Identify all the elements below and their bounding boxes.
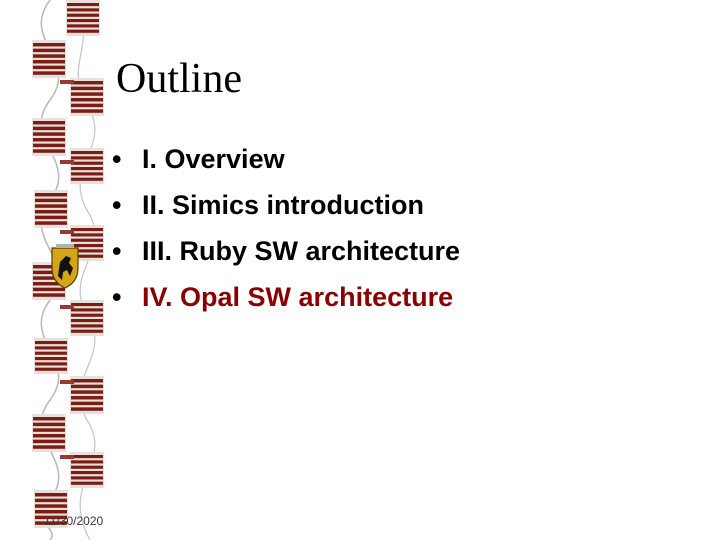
binding-link [60,305,74,309]
border-brick [34,490,68,528]
bullet-item: • II. Simics introduction [112,182,460,228]
bullet-item: • IV. Opal SW architecture [112,274,460,320]
bullet-item: • III. Ruby SW architecture [112,228,460,274]
border-brick [70,452,104,488]
border-brick [70,78,104,116]
bullet-marker: • [112,236,122,266]
bullet-text: II. Simics introduction [142,190,425,220]
border-brick [70,376,104,414]
bullet-marker: • [112,190,122,220]
bullet-text: IV. Opal SW architecture [142,282,454,312]
binding-link [60,80,74,84]
border-brick [66,0,100,36]
border-brick [34,190,68,228]
bullet-item: • I. Overview [112,136,460,182]
bullet-marker: • [112,282,122,312]
border-brick [34,338,68,374]
horse-crest-icon [51,244,79,289]
border-brick [32,40,66,78]
border-brick [32,414,66,452]
bullet-text: I. Overview [142,144,285,174]
footer-date: 11/30/2020 [44,514,104,528]
binding-link [60,455,74,459]
bullet-list: • I. Overview • II. Simics introduction • I… [112,136,460,320]
binding-link [60,380,74,384]
bullet-marker: • [112,144,122,174]
decorative-border [32,0,104,540]
border-brick [70,300,104,336]
border-brick [70,148,104,184]
border-brick [70,225,104,261]
bullet-text: III. Ruby SW architecture [142,236,461,266]
slide-title: Outline [116,56,242,102]
binding-link [60,230,74,234]
binding-link [60,160,74,164]
border-brick [32,118,66,156]
